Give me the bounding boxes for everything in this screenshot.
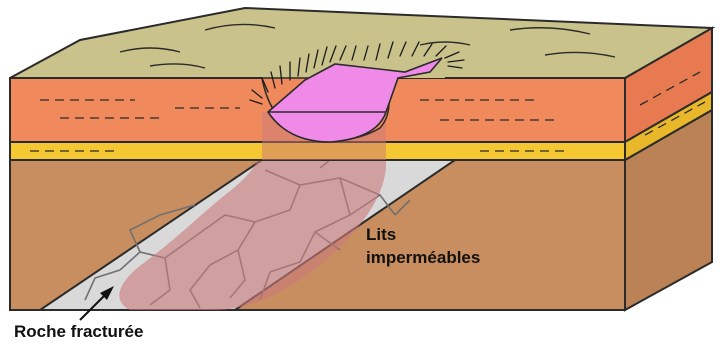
label-impermeable-line2: imperméables xyxy=(366,248,480,267)
label-fractured-rock: Roche fracturée xyxy=(14,322,143,341)
label-impermeable-line1: Lits xyxy=(366,225,396,244)
